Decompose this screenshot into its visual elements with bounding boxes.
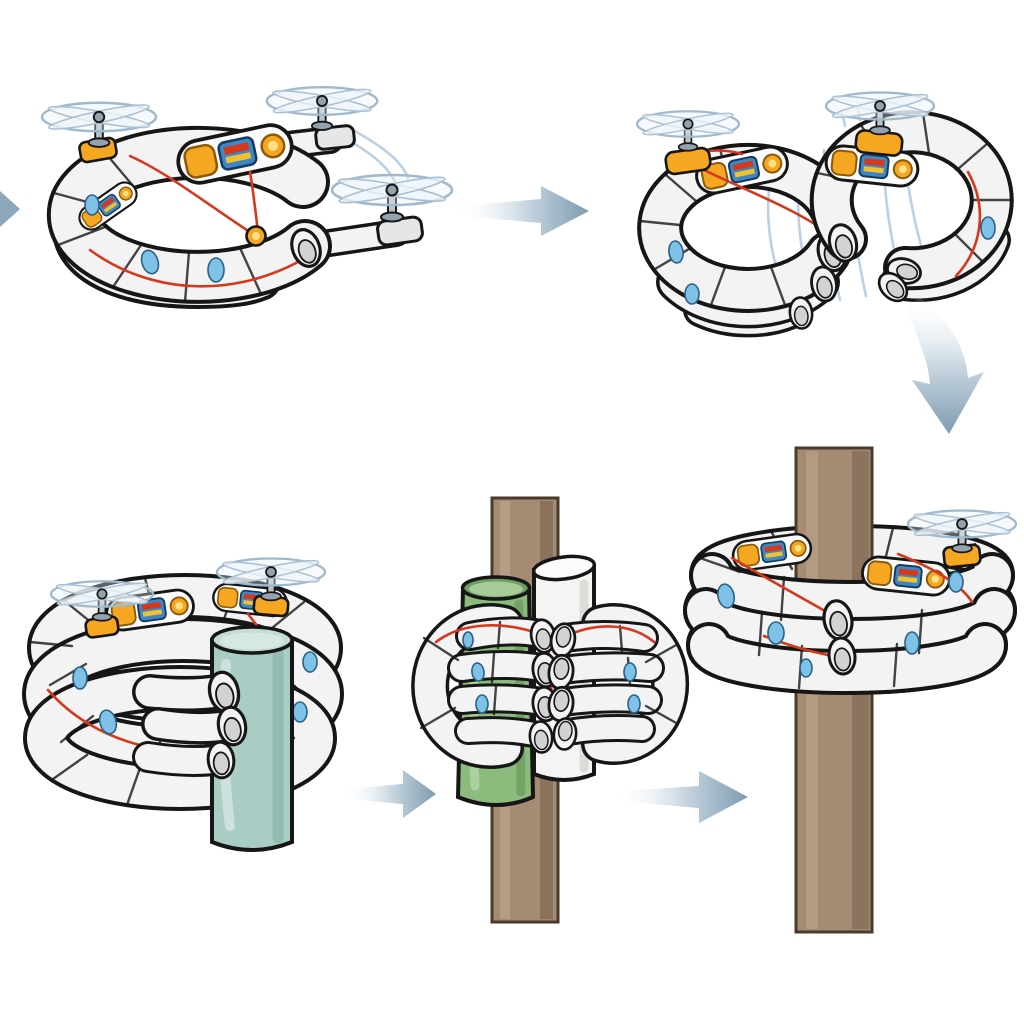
- valve-patches: [84, 194, 225, 283]
- tube-segment-ribs: [419, 620, 502, 730]
- valve-patches: [716, 571, 964, 678]
- finger-tubes: [132, 667, 251, 781]
- arrow-right-icon: [0, 191, 20, 227]
- panel-step5-perch-on-pole: [683, 446, 1018, 934]
- arrow-right-icon: [618, 771, 748, 823]
- panel-step3-grasp-teal-cylinder: [22, 555, 344, 852]
- gripper-right-hand: [809, 89, 1014, 308]
- propeller-icon: [635, 108, 741, 152]
- propeller-icon: [265, 84, 379, 132]
- gripper-right-hand: [545, 603, 690, 765]
- gripper-left-hand: [635, 108, 854, 338]
- propeller-icon: [330, 171, 454, 223]
- curved-arrow-down-icon: [906, 298, 984, 434]
- panel-step1-open-drone: [40, 84, 454, 310]
- gripper-left-hand: [411, 603, 561, 769]
- rotor-pod: [314, 124, 356, 151]
- arrow-right-icon: [460, 186, 589, 236]
- panel-step4-grip-bottles-on-pole: [411, 496, 690, 924]
- wire: [954, 170, 982, 278]
- arrow-right-icon: [346, 770, 436, 818]
- panel-step2-closing-drone: [635, 89, 1014, 338]
